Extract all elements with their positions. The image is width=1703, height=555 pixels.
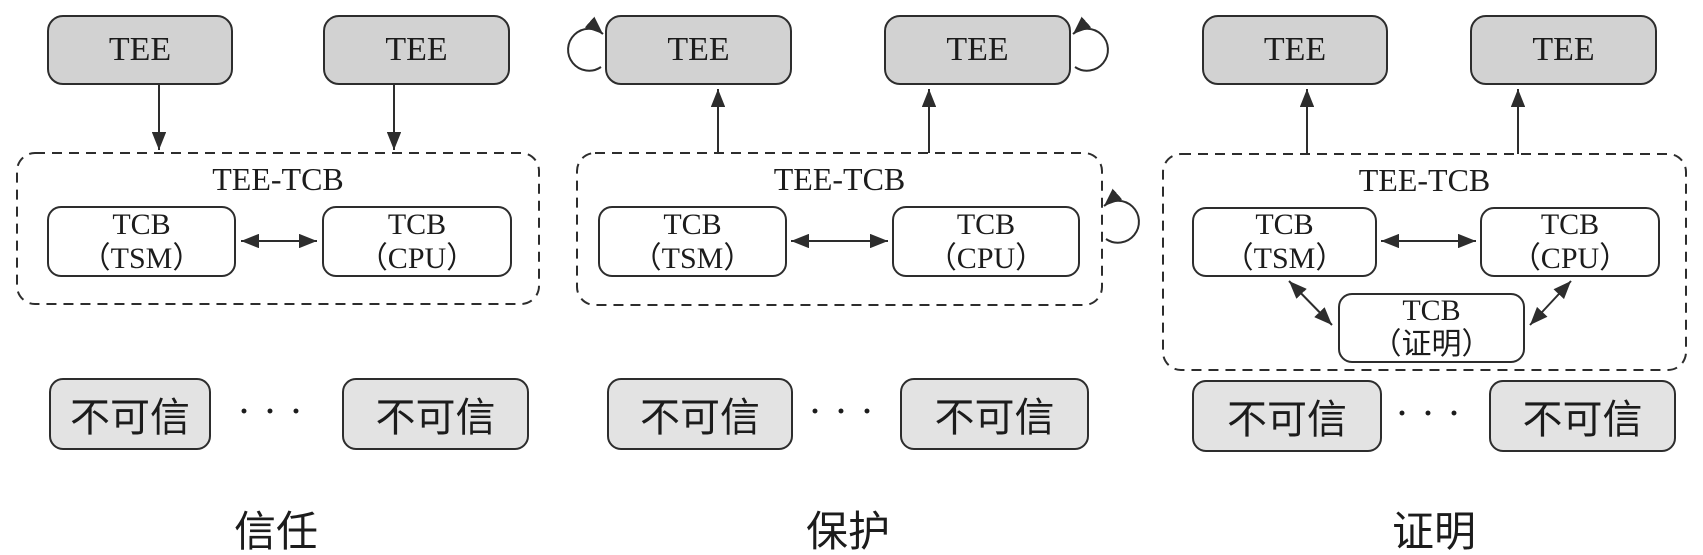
trust-ellipsis: ··· — [237, 389, 315, 436]
trust-untrusted-box-2: 不可信 — [342, 378, 529, 450]
protect-self-loop-tee1 — [567, 16, 604, 72]
attest-tee-box-2: TEE — [1470, 15, 1657, 85]
tee-label: TEE — [385, 31, 448, 68]
attest-arrow-cpu-attest — [1529, 280, 1572, 326]
tcb-line1: TCB — [1402, 294, 1461, 328]
protect-untrusted-box-2: 不可信 — [900, 378, 1089, 450]
untrusted-label: 不可信 — [375, 395, 496, 440]
tee-label: TEE — [1263, 31, 1327, 68]
protect-tcb-cpu-box: TCB （CPU） — [892, 206, 1080, 277]
tee-label: TEE — [108, 31, 172, 68]
protect-ellipsis: ··· — [808, 389, 886, 436]
attest-ellipsis: ··· — [1395, 391, 1473, 438]
protect-tee-box-2: TEE — [884, 15, 1071, 85]
trust-tcb-cpu-box: TCB （CPU） — [322, 206, 512, 277]
attest-untrusted-box-2: 不可信 — [1489, 380, 1676, 452]
attest-tee-box-1: TEE — [1202, 15, 1388, 85]
protect-tcb-tsm-box: TCB （TSM） — [598, 206, 787, 277]
protect-tee-box-1: TEE — [605, 15, 792, 85]
attest-group-title: TEE-TCB — [1358, 162, 1491, 198]
tcb-line1: TCB — [112, 207, 171, 241]
attest-caption: 证明 — [1391, 510, 1477, 555]
attest-tcb-tsm-box: TCB （TSM） — [1192, 207, 1377, 277]
protect-caption: 保护 — [805, 510, 891, 555]
protect-self-loop-tcb-box — [1103, 188, 1140, 244]
attest-tcb-cpu-box: TCB （CPU） — [1480, 207, 1660, 277]
tcb-line2: （TSM） — [80, 241, 203, 275]
attest-untrusted-box-1: 不可信 — [1192, 380, 1382, 452]
protect-self-loop-tee2 — [1072, 16, 1109, 72]
tee-label: TEE — [667, 31, 730, 68]
tcb-line1: TCB — [1255, 208, 1314, 242]
tee-label: TEE — [1532, 31, 1595, 68]
tcb-line1: TCB — [1540, 208, 1600, 242]
untrusted-label: 不可信 — [640, 395, 760, 440]
untrusted-label: 不可信 — [70, 395, 190, 440]
untrusted-label: 不可信 — [1522, 397, 1643, 442]
trust-tee-box-1: TEE — [47, 15, 233, 85]
untrusted-label: 不可信 — [934, 395, 1055, 440]
protect-untrusted-box-1: 不可信 — [607, 378, 793, 450]
trust-untrusted-box-1: 不可信 — [49, 378, 211, 450]
trust-tcb-tsm-box: TCB （TSM） — [47, 206, 236, 277]
tcb-line2: （CPU） — [926, 241, 1046, 275]
tcb-line2: （CPU） — [357, 241, 477, 275]
trust-caption: 信任 — [233, 510, 319, 555]
tcb-line2: （TSM） — [631, 241, 754, 275]
tcb-line2: （TSM） — [1223, 242, 1346, 275]
untrusted-label: 不可信 — [1227, 397, 1347, 442]
tcb-line2: （证明） — [1371, 328, 1492, 361]
tee-label: TEE — [946, 31, 1009, 68]
tcb-line1: TCB — [956, 207, 1016, 241]
tcb-line1: TCB — [387, 207, 447, 241]
attest-tcb-attest-box: TCB （证明） — [1338, 293, 1525, 363]
protect-group-title: TEE-TCB — [773, 161, 906, 197]
tcb-line1: TCB — [663, 207, 722, 241]
tcb-line2: （CPU） — [1510, 242, 1630, 275]
trust-tee-box-2: TEE — [323, 15, 510, 85]
trust-group-title: TEE-TCB — [212, 161, 344, 197]
attest-arrow-tsm-attest — [1288, 280, 1333, 326]
